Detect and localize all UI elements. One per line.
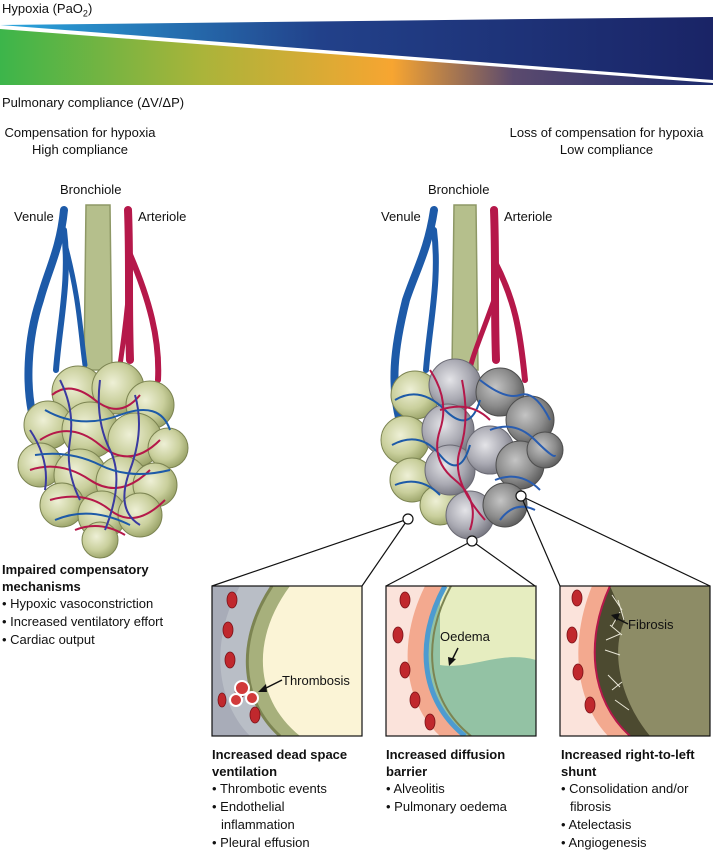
hypoxia-label: Hypoxia (PaO2) [2,1,93,19]
gradient-bars [0,17,713,85]
caption-list: Alveolitis Pulmonary oedema [386,780,507,816]
right-arteriole-label: Arteriole [504,209,553,224]
zoom-lines [211,490,711,587]
list-item: Cardiac output [2,631,163,649]
list-item: Increased ventilatory effort [2,613,163,631]
list-item: Hypoxic vasoconstriction [2,595,163,613]
left-alveoli-cluster [17,204,189,559]
right-arteriole [490,206,500,364]
right-alveoli-cluster [380,204,564,540]
caption-list: Thrombotic events Endothelial inflammati… [212,780,347,852]
right-bronchiole [451,204,479,371]
zoom-marker-3 [515,490,527,502]
list-item: Thrombotic events [212,780,347,798]
list-item: Consolidation and/or [561,780,695,798]
zoom-marker-2 [466,535,478,547]
left-bronchiole [83,204,113,371]
list-item: Endothelial [212,798,347,816]
panel-shunt [559,585,711,737]
left-venule-label: Venule [14,209,54,224]
fibrosis-label: Fibrosis [628,617,674,632]
list-item: Atelectasis [561,816,695,834]
hypoxia-wedge [0,17,713,80]
list-item: Alveolitis [386,780,507,798]
mechanisms-list: Hypoxic vasoconstriction Increased venti… [2,595,163,649]
left-venule [24,206,68,444]
right-bronchiole-label: Bronchiole [428,182,490,197]
compliance-label: Pulmonary compliance (ΔV/ΔP) [2,95,185,110]
oedema-label: Oedema [440,629,490,644]
list-item: Angiogenesis [561,834,695,852]
thrombosis-label: Thrombosis [282,673,350,688]
zoom-marker-1 [402,513,414,525]
list-item: fibrosis [570,799,612,814]
caption-list: Consolidation and/or fibrosis Atelectasi… [561,780,695,852]
left-bronchiole-label: Bronchiole [60,182,122,197]
right-venule-label: Venule [381,209,421,224]
left-arteriole [124,206,134,364]
list-item: inflammation [221,817,295,832]
panel-diffusion [385,585,537,737]
list-item: Pleural effusion [212,834,347,852]
left-arteriole-label: Arteriole [138,209,187,224]
panel-dead-space [211,585,363,737]
compliance-wedge [0,29,713,85]
list-item: Pulmonary oedema [386,798,507,816]
